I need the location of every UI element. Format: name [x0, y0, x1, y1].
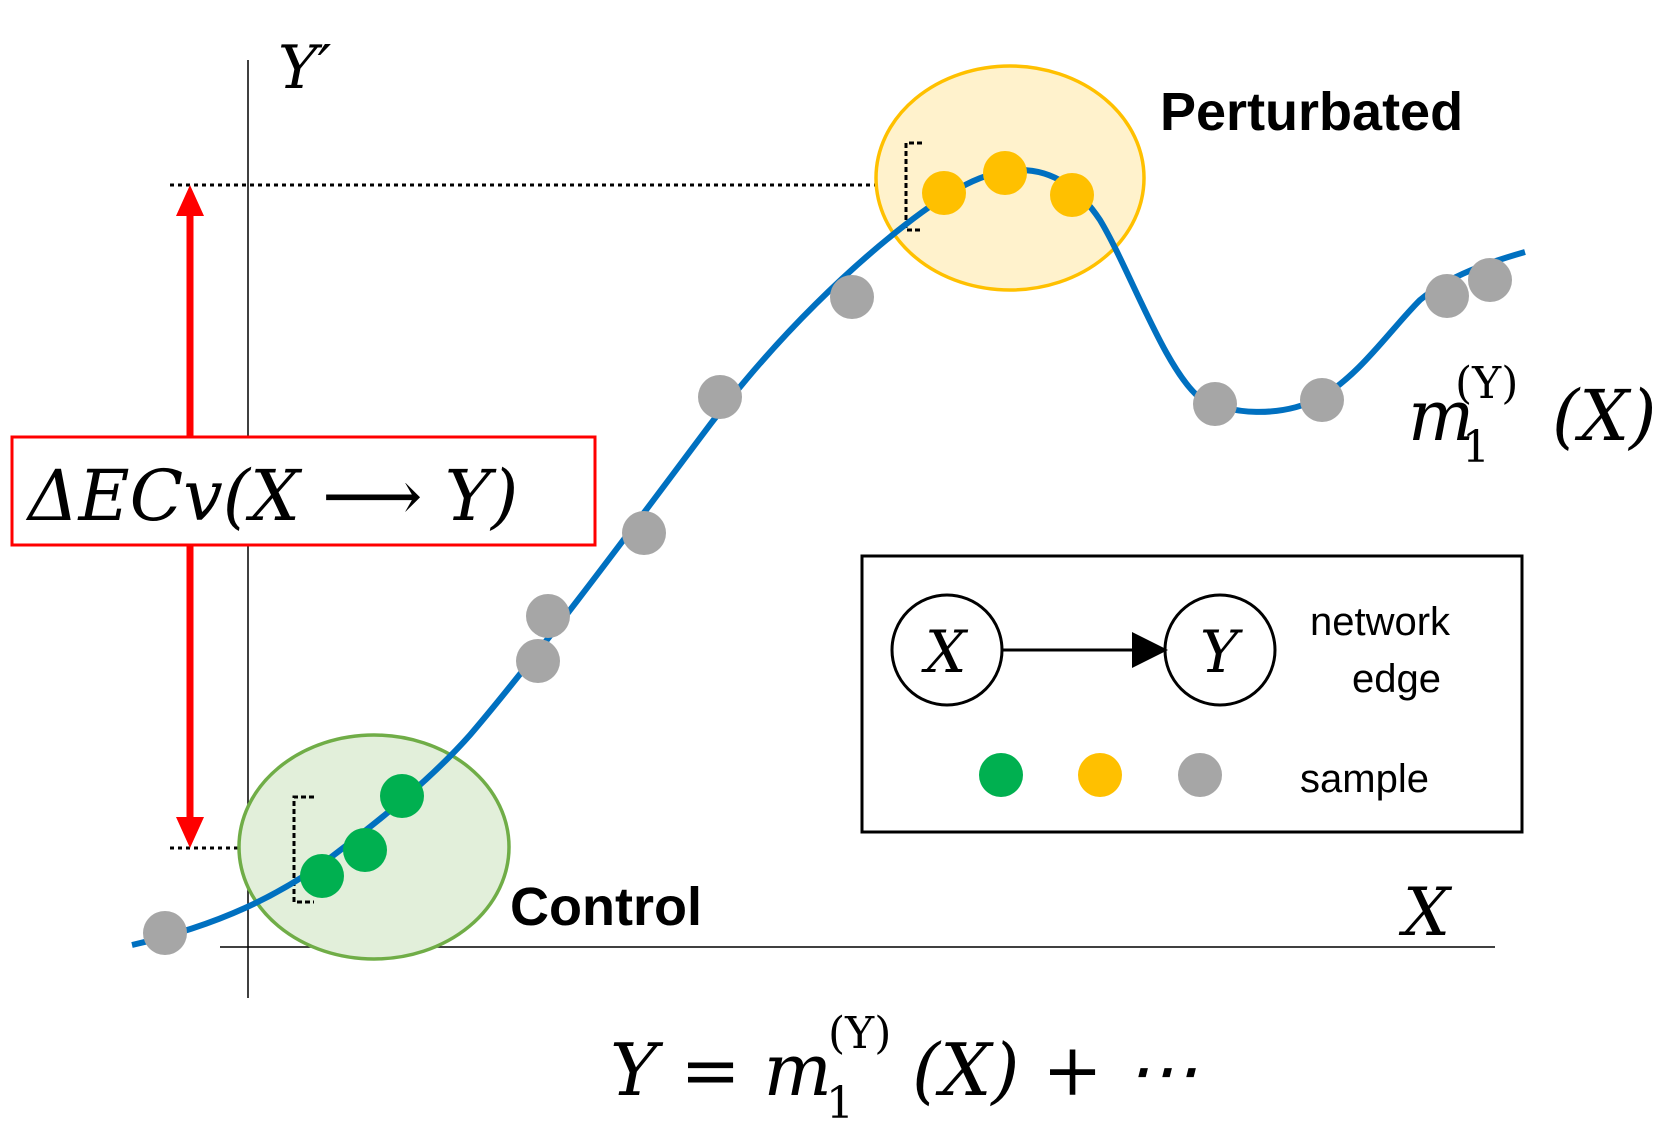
sample-point: [622, 511, 666, 555]
control-point: [380, 774, 424, 818]
delta-ecv-text: ΔECv(X ⟶ Y): [25, 455, 518, 537]
x-axis-label: X: [1398, 874, 1453, 951]
sample-point: [1300, 378, 1344, 422]
legend-control-swatch: [979, 753, 1023, 797]
control-point: [300, 854, 344, 898]
perturbated-bracket: [904, 141, 922, 232]
sample-point: [516, 639, 560, 683]
svg-text:X: X: [921, 618, 969, 686]
svg-text:(Y): (Y): [828, 1008, 891, 1059]
perturbated-point: [922, 171, 966, 215]
delta-arrow: [176, 185, 204, 848]
sample-points: [143, 258, 1512, 955]
svg-text:1: 1: [1462, 422, 1490, 473]
perturbated-label: Perturbated: [1160, 82, 1463, 142]
svg-text:(Y): (Y): [1455, 358, 1518, 409]
svg-text:Y = m: Y = m: [610, 1028, 832, 1112]
perturbated-point: [983, 151, 1027, 195]
control-points: [300, 774, 424, 898]
control-label: Control: [510, 877, 702, 937]
legend-sample-label: sample: [1300, 757, 1429, 801]
equation: Y = m (Y) 1 (X) + ⋯: [610, 1008, 1198, 1129]
svg-text:Y: Y: [1200, 618, 1243, 686]
svg-text:(X) + ⋯: (X) + ⋯: [912, 1028, 1198, 1112]
sample-point: [526, 594, 570, 638]
legend-sample-swatch: [1178, 753, 1222, 797]
sample-point: [698, 375, 742, 419]
perturbated-points: [922, 151, 1094, 217]
sample-point: [1468, 258, 1512, 302]
legend-edge-label-line2: edge: [1352, 657, 1441, 701]
legend-perturbated-swatch: [1078, 753, 1122, 797]
sample-point: [1193, 382, 1237, 426]
y-axis-label: Y′: [278, 33, 332, 103]
svg-text:(X): (X): [1552, 375, 1656, 457]
sample-point: [1425, 274, 1469, 318]
svg-text:1: 1: [826, 1078, 854, 1129]
sample-point: [830, 275, 874, 319]
perturbated-point: [1050, 173, 1094, 217]
legend-edge-label-line1: network: [1310, 600, 1451, 644]
delta-box: [10, 435, 597, 547]
control-point: [343, 828, 387, 872]
curve-label: m (Y) 1 (X): [1408, 358, 1656, 473]
sample-point: [143, 911, 187, 955]
legend: X Y network edge sample: [860, 554, 1524, 834]
control-bracket: [292, 795, 314, 904]
svg-text:m: m: [1408, 375, 1474, 457]
